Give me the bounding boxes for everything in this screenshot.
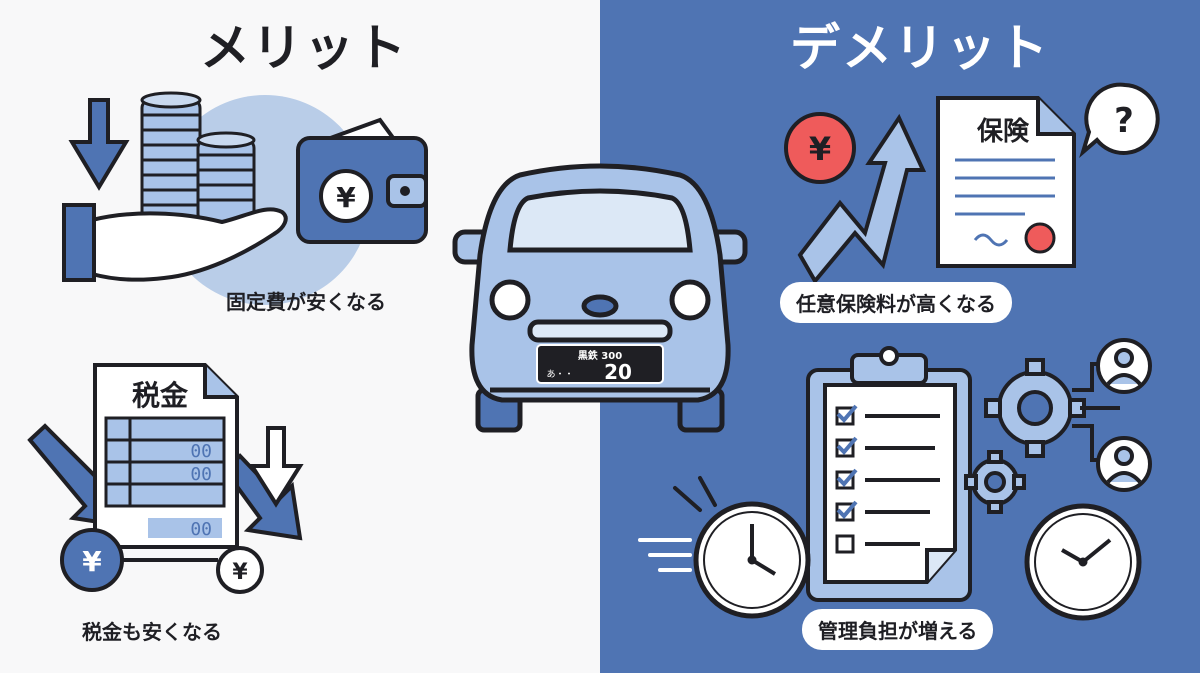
insurance-label: 任意保険料が高くなる: [780, 282, 1012, 323]
tax-row-value-1: 00: [190, 441, 212, 462]
wallet-icon: ¥: [296, 117, 428, 244]
tax-document-icon: [93, 363, 239, 549]
merit-heading: メリット: [200, 19, 408, 77]
right-headlight: [669, 279, 711, 321]
hand-icon: [62, 203, 288, 282]
right-clock-icon: [1024, 503, 1142, 621]
red-yen-coin-icon: ¥: [784, 112, 856, 184]
speed-lines: [638, 476, 717, 572]
left-headlight: [489, 279, 531, 321]
car-windshield: [507, 188, 693, 253]
small-gear-icon: [964, 450, 1026, 514]
small-down-arrow-icon: [248, 426, 304, 508]
fixed-cost-illustration: ¥: [62, 91, 428, 305]
wallet-yen-text: ¥: [336, 181, 356, 214]
plate-left-text: あ・・: [546, 369, 573, 380]
yen-coin-small-icon: ¥: [216, 546, 264, 594]
clipboard-icon: [806, 346, 972, 602]
checklist: [835, 404, 940, 554]
coin-stack-icon: [140, 91, 256, 224]
plate-top-text: 黒鉄 300: [578, 349, 622, 362]
insurance-document-title: 保険: [976, 116, 1030, 147]
user-avatar-icon-1: [1096, 338, 1152, 394]
tax-row-value-2: 00: [190, 464, 212, 485]
down-arrow-icon: [68, 98, 130, 191]
tax-document-title: 税金: [132, 379, 189, 412]
license-plate: [536, 344, 664, 384]
left-clock-icon: [693, 501, 811, 619]
demerit-heading: デメリット: [790, 19, 1050, 77]
insurance-illustration: ¥ 保険 ?: [784, 82, 1160, 285]
question-mark-text: ?: [1114, 101, 1134, 141]
red-yen-text: ¥: [809, 130, 831, 168]
yen-coin-large-text: ¥: [82, 545, 102, 578]
insurance-document-icon: [936, 96, 1076, 268]
user-avatar-icon-2: [1096, 436, 1152, 492]
fixed-cost-label: 固定費が安くなる: [226, 290, 386, 314]
tax-label: 税金も安くなる: [82, 620, 222, 644]
tax-illustration: 税金 00 00 00 ¥ ¥: [27, 363, 304, 594]
rising-arrow-icon: [797, 113, 927, 285]
plate-number-text: 20: [604, 360, 632, 384]
tax-row-value-3: 00: [190, 519, 212, 540]
question-bubble-icon: ?: [1079, 82, 1160, 158]
large-gear-icon: [984, 358, 1086, 458]
management-label: 管理負担が増える: [802, 609, 994, 650]
yen-coin-small-text: ¥: [232, 560, 248, 585]
